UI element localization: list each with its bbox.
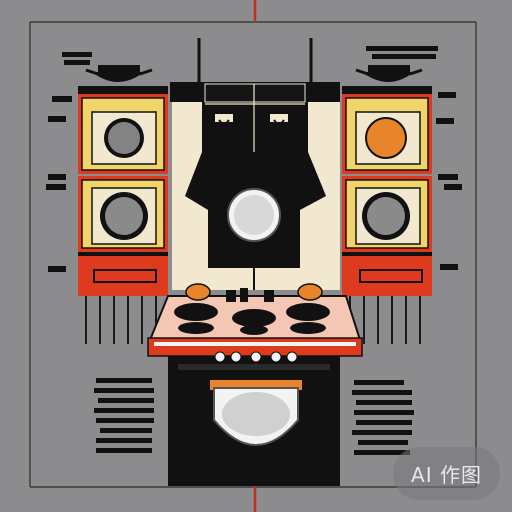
stove-burners <box>174 303 330 335</box>
left-shelf-line <box>78 252 168 256</box>
left-middle-cabinet <box>78 176 168 252</box>
annotation-marks-right-top <box>366 46 462 270</box>
right-middle-cabinet <box>342 176 432 252</box>
watermark-badge: AI 作图 <box>393 447 500 500</box>
watermark-text: AI 作图 <box>411 463 482 487</box>
frame-lines <box>29 21 477 488</box>
right-shelf-line <box>342 252 432 256</box>
annotation-marks-left-bottom <box>94 378 154 453</box>
annotation-marks-right-bottom <box>352 380 414 455</box>
oven <box>168 356 340 486</box>
hood-fan-grille <box>234 195 274 235</box>
left-drawer <box>78 256 168 296</box>
oven-knobs <box>214 351 298 363</box>
right-pot <box>342 65 432 94</box>
stove-pans <box>185 283 323 302</box>
left-upper-cabinet <box>78 94 168 174</box>
right-upper-cabinet <box>342 94 432 174</box>
right-drawer <box>342 256 432 296</box>
upper-cabinet <box>202 82 308 152</box>
annotation-marks-left-top <box>46 52 92 272</box>
left-pot <box>78 65 168 94</box>
